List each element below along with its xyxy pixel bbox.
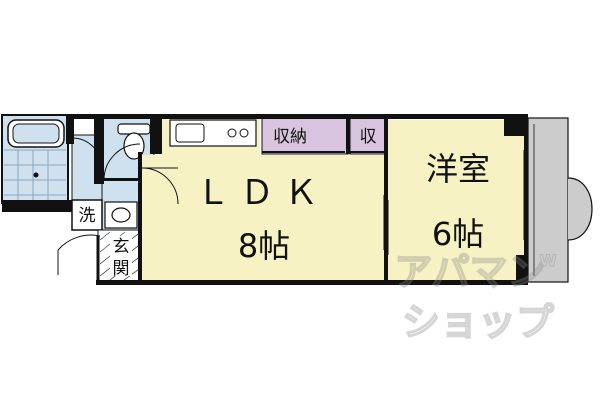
closet-label: 収納 xyxy=(273,127,307,147)
watermark-line2: ショップ xyxy=(402,300,554,344)
closet xyxy=(261,117,387,155)
sliding-door xyxy=(383,150,529,255)
watermark-line1: アパマン xyxy=(394,250,545,294)
western-room-name: 洋室 xyxy=(426,150,490,188)
balcony xyxy=(527,117,593,283)
watermark-logo: アパマン ショップ W xyxy=(394,249,558,345)
entrance xyxy=(57,229,141,283)
western-room xyxy=(388,120,526,282)
ldk-name: ＬＤＫ xyxy=(196,173,328,213)
western-room-size: 6帖 xyxy=(432,215,484,253)
entrance-label-top: 玄 xyxy=(113,237,130,257)
walls xyxy=(66,114,528,285)
wash-label: 洗 xyxy=(79,206,96,226)
bathroom xyxy=(1,114,72,212)
ldk-room xyxy=(140,118,385,282)
watermark-mark: W xyxy=(539,251,557,270)
entrance-label-bottom: 関 xyxy=(113,259,130,279)
closet-small-label: 収 xyxy=(360,127,377,147)
ldk-size: 8帖 xyxy=(238,227,290,265)
washer-space xyxy=(71,199,103,231)
sink-icon xyxy=(175,123,205,143)
stove-icon xyxy=(227,128,237,138)
drain-icon xyxy=(33,172,39,178)
wash-basin-icon xyxy=(111,207,131,223)
